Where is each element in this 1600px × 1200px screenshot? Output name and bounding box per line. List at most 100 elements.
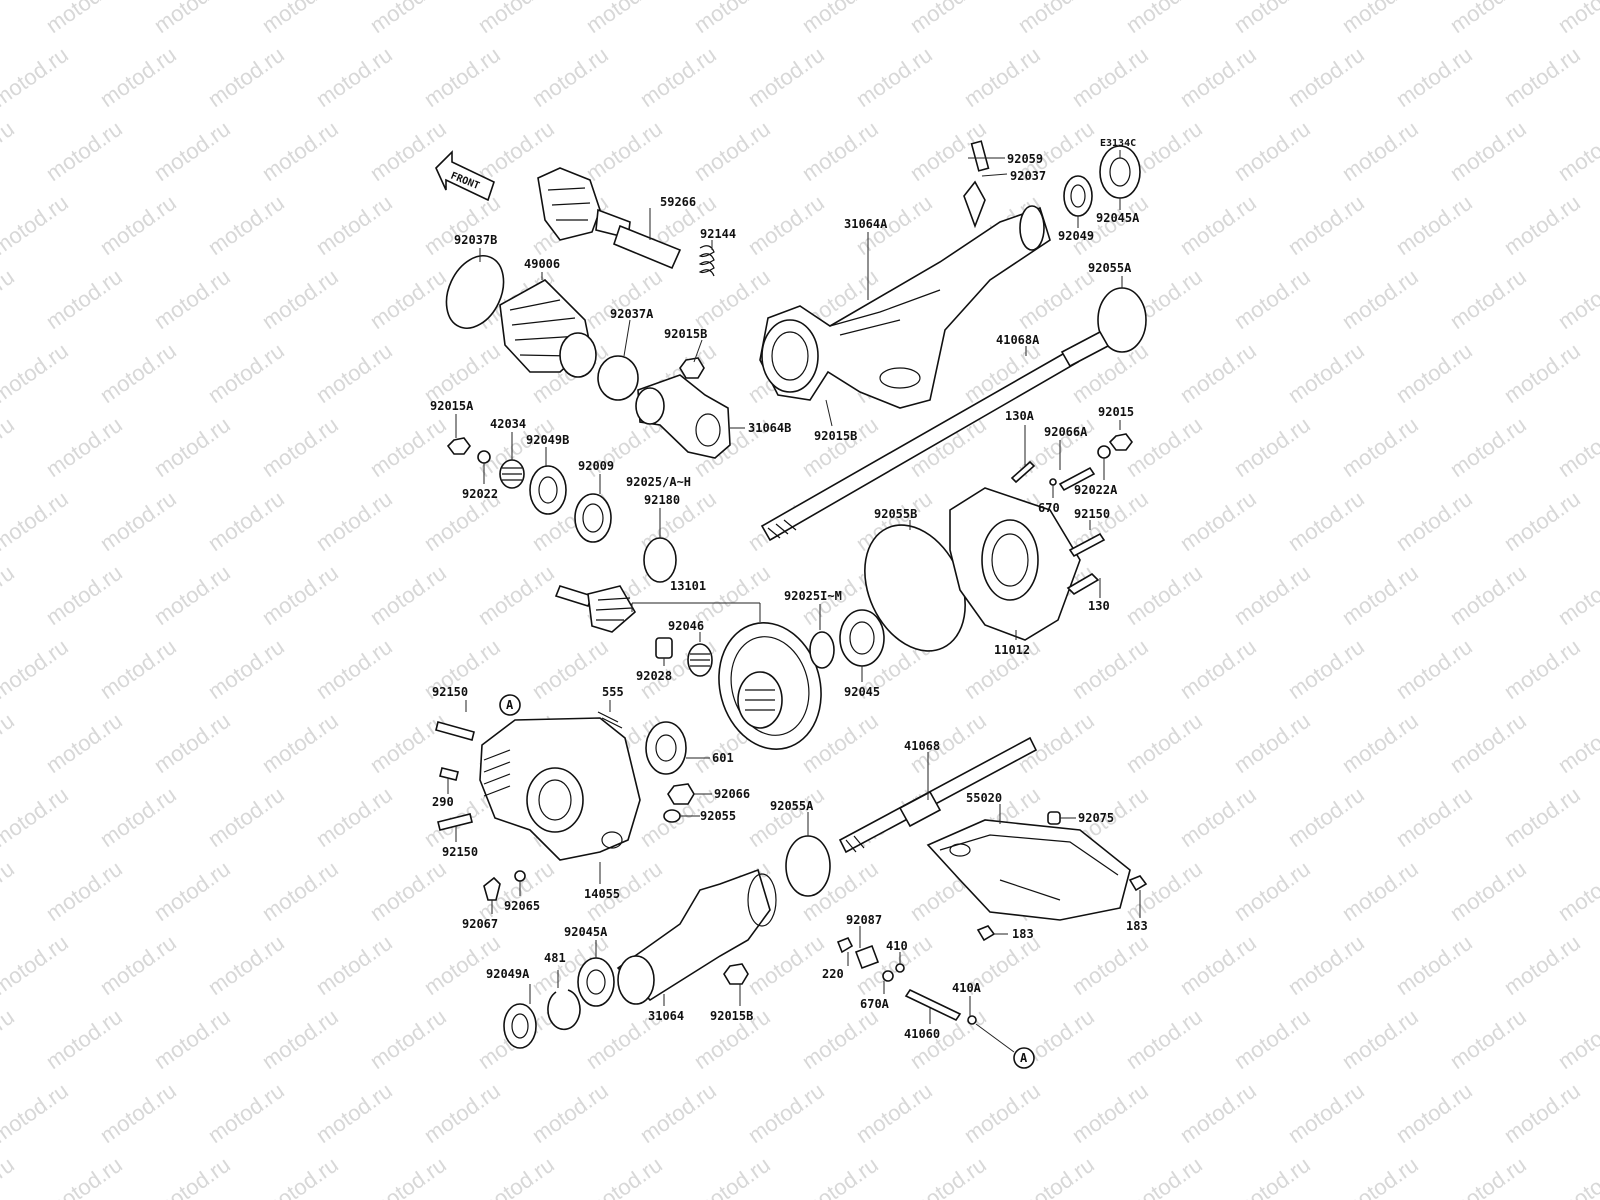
- bearing-92045-part: [839, 609, 885, 667]
- part-label: 92009: [578, 459, 614, 473]
- washer-670-part: [1049, 478, 1057, 486]
- part-label: 92037: [1010, 169, 1046, 183]
- part-label: 41068A: [996, 333, 1040, 347]
- part-label: 92049: [1058, 229, 1094, 243]
- part-label: 92144: [700, 227, 736, 241]
- part-label: 92049A: [486, 967, 530, 981]
- shim-part: [643, 537, 677, 583]
- part-label: 92066: [714, 787, 750, 801]
- part-label: 183: [1012, 927, 1034, 941]
- shaft-41060-part: [904, 988, 962, 1022]
- part-label: 92150: [1074, 507, 1110, 521]
- bearing-601-part: [645, 721, 687, 775]
- part-label: 31064: [648, 1009, 684, 1023]
- pinion-gear-part: [554, 585, 637, 633]
- part-label: 31064A: [844, 217, 888, 231]
- part-label: 92015: [1098, 405, 1134, 419]
- nut-a-part: [446, 437, 471, 455]
- needle-bearing-92046-part: [687, 643, 713, 677]
- part-label: 92055A: [1088, 261, 1132, 275]
- part-label: 13101: [670, 579, 706, 593]
- stud-92150-part: [1068, 532, 1106, 558]
- part-label: 130A: [1005, 409, 1035, 423]
- washer-410a-part: [967, 1015, 977, 1025]
- plug-290-part: [439, 767, 459, 781]
- part-label: 92049B: [526, 433, 569, 447]
- washer-part: [477, 450, 491, 464]
- part-label: 92150: [432, 685, 468, 699]
- part-label: 41060: [904, 1027, 940, 1041]
- part-label: 92015B: [814, 429, 857, 443]
- nut-92015b-lower-part: [723, 963, 749, 985]
- part-label: 55020: [966, 791, 1002, 805]
- part-label: 670A: [860, 997, 890, 1011]
- part-label: 92028: [636, 669, 672, 683]
- o-ring-92055a-lower-part: [785, 835, 831, 897]
- sensor-92087-part: [854, 944, 880, 970]
- figure-code: E3134C: [1100, 138, 1136, 149]
- part-label: 92015B: [664, 327, 707, 341]
- part-number-labels: 92059 92037 E3134C 59266 92144 92037B 49…: [430, 138, 1148, 1041]
- spring-part: [698, 245, 715, 277]
- part-label: 92025I~M: [784, 589, 842, 603]
- marker-a-top-label: A: [506, 698, 514, 712]
- marker-a-bottom-label: A: [1020, 1051, 1028, 1065]
- clamp-ring-part: [445, 255, 505, 329]
- part-label: 92087: [846, 913, 882, 927]
- diff-housing-part: [479, 717, 641, 861]
- housing-a-part: [759, 180, 1051, 409]
- part-label: 92075: [1078, 811, 1114, 825]
- bolt-92067-part: [483, 876, 501, 901]
- clamp-ring-a-part: [597, 355, 639, 401]
- snap-ring-481-part: [547, 989, 581, 1031]
- part-label: 92015B: [710, 1009, 753, 1023]
- marker-a-top-icon: [499, 694, 521, 716]
- leader-lines: [447, 150, 1141, 1024]
- part-label: 92045A: [564, 925, 608, 939]
- part-label: 92025/A~H: [626, 475, 691, 489]
- part-label: 220: [822, 967, 844, 981]
- marker-a-bottom-icon: [1013, 1047, 1035, 1069]
- part-label: 92055: [700, 809, 736, 823]
- guard-plate-part: [926, 819, 1131, 921]
- bolt-130-part: [1066, 572, 1100, 596]
- part-label: 130: [1088, 599, 1110, 613]
- part-label: 92037B: [454, 233, 497, 247]
- o-ring-92055-part: [663, 809, 681, 823]
- part-label: 92046: [668, 619, 704, 633]
- seal-part: [1063, 175, 1093, 217]
- part-label: 481: [544, 951, 566, 965]
- seal-9-part: [574, 493, 612, 543]
- part-label: 601: [712, 751, 734, 765]
- seal-b-part: [529, 465, 567, 515]
- washer-92065-part: [514, 870, 526, 882]
- cv-joint-part: [537, 167, 682, 270]
- part-label: 92059: [1007, 152, 1043, 166]
- bolt-183-right-part: [1128, 875, 1148, 892]
- part-label: 410A: [952, 981, 982, 995]
- part-label: 92022: [462, 487, 498, 501]
- part-label: 555: [602, 685, 624, 699]
- screw-220-part: [836, 936, 854, 954]
- seal-92049a-part: [503, 1003, 537, 1049]
- part-label: 92037A: [610, 307, 654, 321]
- bolt-130a-part: [1010, 460, 1036, 484]
- needle-bearing-part: [499, 459, 525, 489]
- part-label: 92015A: [430, 399, 474, 413]
- part-label: 42034: [490, 417, 526, 431]
- washer-92022a-part: [1097, 445, 1111, 459]
- washer-410-part: [895, 963, 905, 973]
- front-arrow-icon: FRONT: [435, 150, 495, 202]
- part-label: 92065: [504, 899, 540, 913]
- bearing-92045a-lower-part: [577, 957, 615, 1007]
- ring-gear-part: [718, 622, 822, 750]
- part-label: 14055: [584, 887, 620, 901]
- part-label: 31064B: [748, 421, 791, 435]
- part-label: 92022A: [1074, 483, 1118, 497]
- nut-part: [679, 357, 705, 379]
- cap-92075-part: [1047, 811, 1061, 825]
- axle-tube-part: [616, 868, 777, 1005]
- part-label: 92055B: [874, 507, 917, 521]
- shaft-a-part: [760, 330, 1110, 542]
